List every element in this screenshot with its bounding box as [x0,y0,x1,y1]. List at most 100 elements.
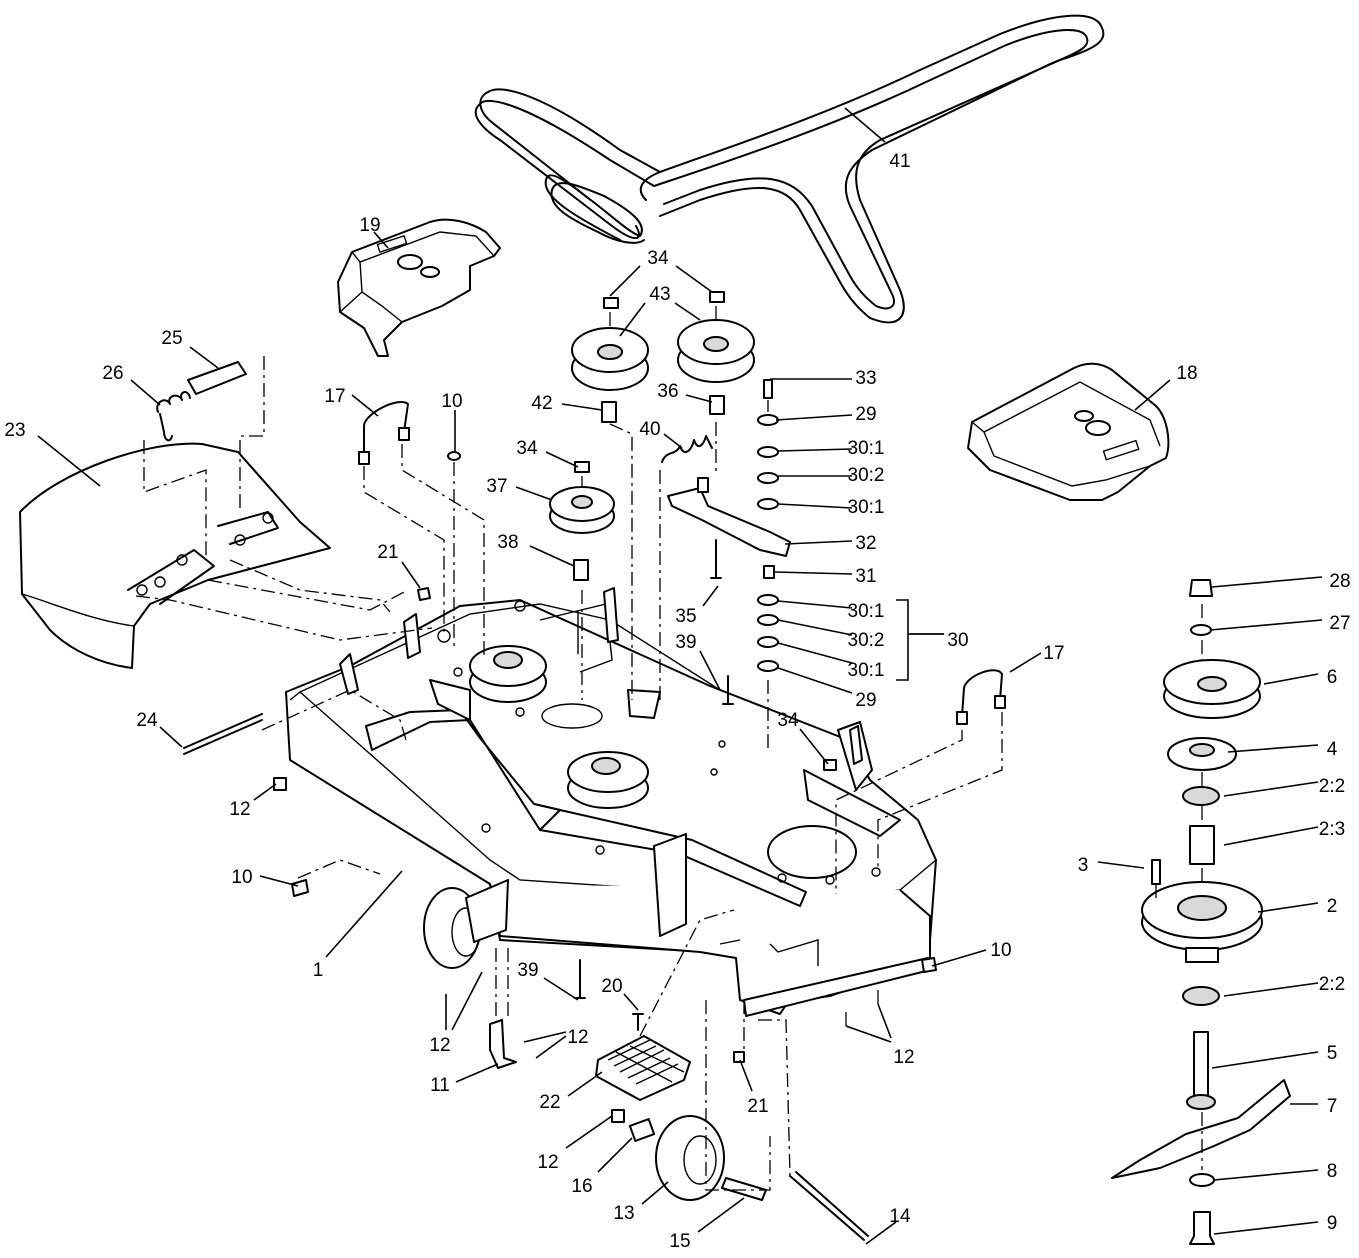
callout-3: 3 [1078,855,1089,876]
spindle-cap [1167,737,1237,771]
leader-line [1223,982,1319,997]
idler-spring [661,435,713,463]
front-caster-wheel [423,879,509,969]
callout-17: 17 [1043,643,1064,664]
leader-line [619,302,646,337]
callout-20: 20 [601,976,622,997]
deck-pulley-left [469,645,547,703]
callout-15: 15 [669,1231,690,1252]
callout-37: 37 [486,476,507,497]
bolt-39 [722,675,734,705]
callout-39: 39 [675,632,696,653]
callout-12: 12 [567,1027,588,1048]
leader-line [1213,1221,1319,1235]
idler-bolt [763,379,773,399]
callout-2-2: 2:2 [1319,974,1345,995]
callout-25: 25 [161,328,182,349]
callout-27: 27 [1329,613,1350,634]
leader-line [1211,576,1323,588]
callout-30-1: 30:1 [848,497,885,518]
callout-21: 21 [747,1096,768,1117]
bearing-bottom [1182,986,1220,1006]
leader-line [1223,826,1319,846]
callout-18: 18 [1176,363,1197,384]
callout-16: 16 [571,1176,592,1197]
belt-cover-left [337,218,501,357]
wheel-axle [721,1177,767,1201]
idler-pulley [549,486,615,534]
belt-cover-right [967,362,1170,501]
callout-41: 41 [889,151,910,172]
spindle-bolt-3 [1151,859,1161,885]
leader-line [455,1063,499,1083]
leader-line [844,107,886,143]
callout-10: 10 [990,940,1011,961]
idler-nut [574,461,590,473]
leader-line [159,726,183,748]
callout-5: 5 [1327,1043,1338,1064]
spindle-washer-27 [1190,624,1212,636]
spacer-36 [709,395,725,415]
callout-30-1: 30:1 [848,601,885,622]
leader-line [253,783,277,801]
leader-line [865,1221,897,1245]
leader-line [641,1181,669,1205]
leader-line [351,394,379,417]
leader-line [1223,781,1319,797]
callout-38: 38 [497,532,518,553]
callout-21: 21 [377,542,398,563]
spindle-shaft [1186,1031,1216,1110]
idler-arm [667,477,791,557]
lift-hook-right [956,669,1006,725]
nut-12-wheel [611,1109,625,1123]
callout-11: 11 [430,1075,450,1096]
nut-21-top [417,587,431,601]
callout-29: 29 [855,690,876,711]
callout-4: 4 [1327,739,1338,760]
callout-2-3: 2:3 [1319,819,1345,840]
pivot-rod [183,713,263,755]
callout-40: 40 [639,419,660,440]
discharge-deflector [19,442,331,669]
callout-24: 24 [136,710,158,731]
leader-line [699,650,721,691]
leader-line [663,433,683,449]
leader-line [685,394,713,403]
callout-30-1: 30:1 [848,438,885,459]
spindle-nut [1189,579,1213,597]
callout-2-2: 2:2 [1319,776,1345,797]
step-grate [595,1035,691,1101]
leader-line [1211,1051,1319,1069]
top-nut-b [709,291,725,303]
wheel-spacer [628,1118,656,1142]
callout-10: 10 [231,867,252,888]
leader-line [1263,673,1319,685]
leader-line [931,949,987,967]
top-nut-a [603,297,619,309]
leader-line [1097,861,1145,869]
callout-32: 32 [855,533,876,554]
leader-line [777,667,853,694]
leader-line [561,403,603,411]
idler-pulley-a [571,327,649,391]
leader-line [1209,619,1323,631]
leader-line [777,448,853,452]
callout-30-2: 30:2 [848,630,885,651]
leader-line [535,1035,567,1059]
leader-line [189,346,219,369]
spindle-housing [1141,881,1263,963]
leader-line [697,1197,745,1233]
blade-washer [1189,1173,1215,1187]
callout-35: 35 [675,606,696,627]
leader-line [325,870,403,958]
leader-line [565,1115,613,1149]
callout-6: 6 [1327,667,1338,688]
deflector-rod [187,361,247,395]
leader-line [799,728,829,765]
callout-43: 43 [649,284,670,305]
pin-10-top [447,451,461,461]
leader-line [1227,744,1319,753]
washer-stack [757,414,779,672]
leader-line [597,1137,633,1173]
